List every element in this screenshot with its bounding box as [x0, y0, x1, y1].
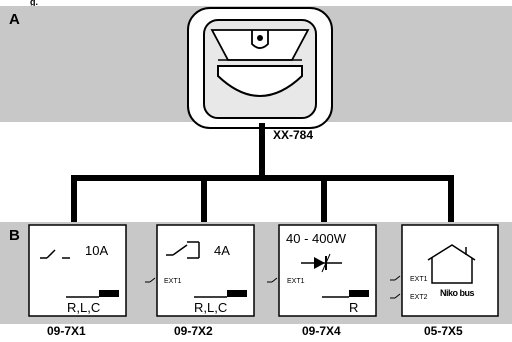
module-code: 09-7X4 [302, 324, 341, 338]
section-b-label: B [9, 227, 20, 244]
bus-lines [71, 123, 454, 228]
ext-input-icon [390, 275, 401, 299]
motion-sensor-icon [187, 7, 333, 129]
sensor-code: XX-784 [273, 128, 313, 142]
module-09-7x2: 4A EXT1 R,L,C [145, 224, 255, 317]
terminal-bar-icon [194, 290, 247, 298]
module-09-7x1: 10A R,L,C [28, 224, 127, 317]
module-09-7x4: 40 - 400W EXT1 R [267, 224, 377, 317]
header-fragment: g. [30, 0, 38, 7]
ext2-label: EXT2 [410, 294, 428, 301]
section-a-label: A [9, 11, 20, 28]
ext-input-icon [145, 277, 156, 283]
module-rating: 40 - 400W [286, 231, 347, 246]
module-code: 05-7X5 [424, 324, 463, 338]
module-05-7x5: EXT1 EXT2 Niko bus [390, 224, 499, 317]
brand-logo: Niko bus [440, 288, 474, 298]
ext-input-icon [267, 277, 278, 283]
module-code: 09-7X1 [47, 324, 86, 338]
module-rating: 10A [85, 243, 108, 258]
ext1-label: EXT1 [164, 278, 182, 285]
module-terminals: R,L,C [194, 300, 227, 315]
terminal-bar-icon [322, 290, 369, 298]
module-terminals: R [349, 300, 358, 315]
ext1-label: EXT1 [287, 278, 305, 285]
ext1-label: EXT1 [410, 276, 428, 283]
switch-symbol-icon [40, 249, 70, 259]
module-terminals: R,L,C [67, 300, 100, 315]
house-icon [427, 244, 476, 284]
terminal-bar-icon [66, 290, 119, 298]
changeover-switch-icon [166, 241, 200, 259]
diode-icon [301, 253, 342, 273]
module-rating: 4A [214, 243, 230, 258]
module-code: 09-7X2 [174, 324, 213, 338]
